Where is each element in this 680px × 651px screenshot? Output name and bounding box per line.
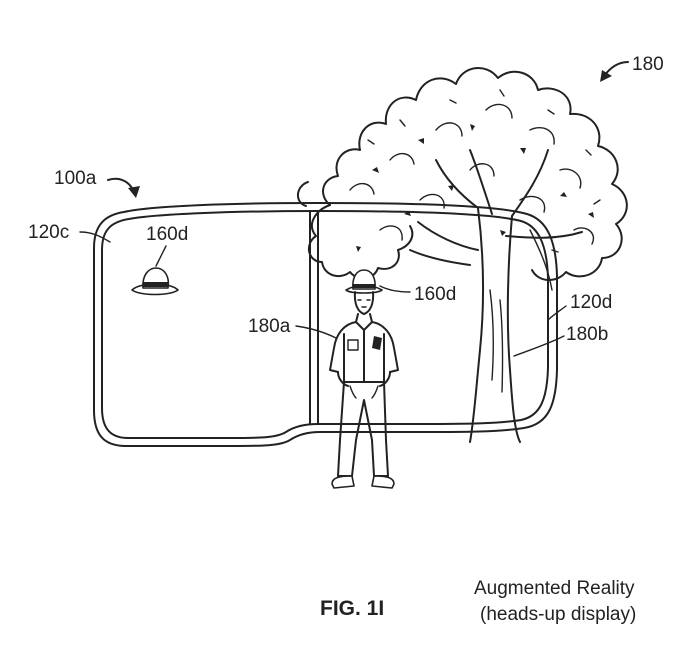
label-virtual-hat-left: 160d (146, 224, 188, 245)
leader-lines (79, 61, 629, 357)
label-person: 180a (248, 316, 291, 337)
tree-drawing (297, 67, 628, 443)
caption-line-2: (heads-up display) (480, 604, 636, 625)
goggles-frame (93, 202, 558, 447)
person-figure (329, 269, 399, 489)
label-right-display: 120d (570, 292, 612, 313)
hat-icon (131, 267, 179, 296)
label-virtual-hat-person: 160d (414, 284, 456, 305)
label-tree: 180 (632, 54, 664, 75)
reference-labels: 180 100a 120c 160d 160d 180a 120d 180b (28, 54, 664, 345)
label-left-display: 120c (28, 222, 69, 243)
label-device: 100a (54, 168, 97, 189)
label-tree-trunk: 180b (566, 324, 608, 345)
figure-label: FIG. 1I (320, 597, 384, 620)
caption-line-1: Augmented Reality (474, 578, 635, 599)
